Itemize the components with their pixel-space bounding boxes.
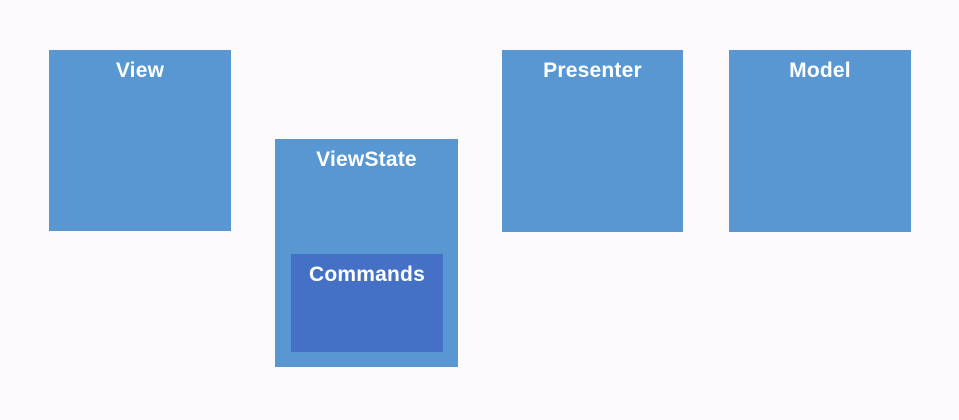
presenter-box-label: Presenter xyxy=(543,59,642,82)
commands-box-label: Commands xyxy=(309,263,425,286)
viewstate-box: ViewState Commands xyxy=(275,139,458,367)
view-box-label: View xyxy=(115,59,165,82)
view-box: View xyxy=(49,50,231,231)
commands-box: Commands xyxy=(291,254,443,352)
model-box: Model xyxy=(729,50,911,232)
presenter-box: Presenter xyxy=(502,50,683,232)
viewstate-box-label: ViewState xyxy=(316,148,417,171)
model-box-label: Model xyxy=(789,59,851,82)
